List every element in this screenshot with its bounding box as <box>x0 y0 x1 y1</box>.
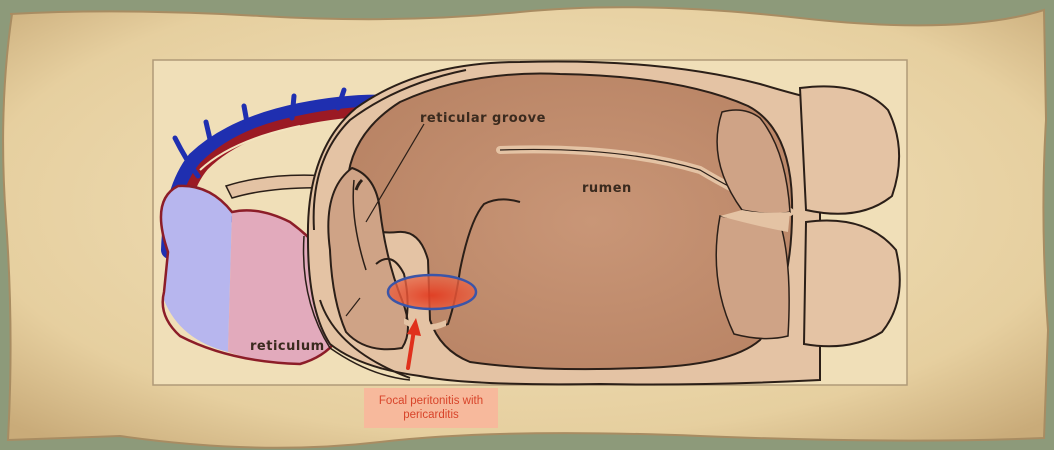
annotation-text: Focal peritonitis with pericarditis <box>370 394 492 422</box>
label-reticulum: reticulum <box>250 339 325 354</box>
label-reticular-groove: reticular groove <box>420 111 546 126</box>
lesion-highlight <box>388 275 476 309</box>
label-rumen: rumen <box>582 181 632 196</box>
annotation-callout: Focal peritonitis with pericarditis <box>364 388 498 428</box>
